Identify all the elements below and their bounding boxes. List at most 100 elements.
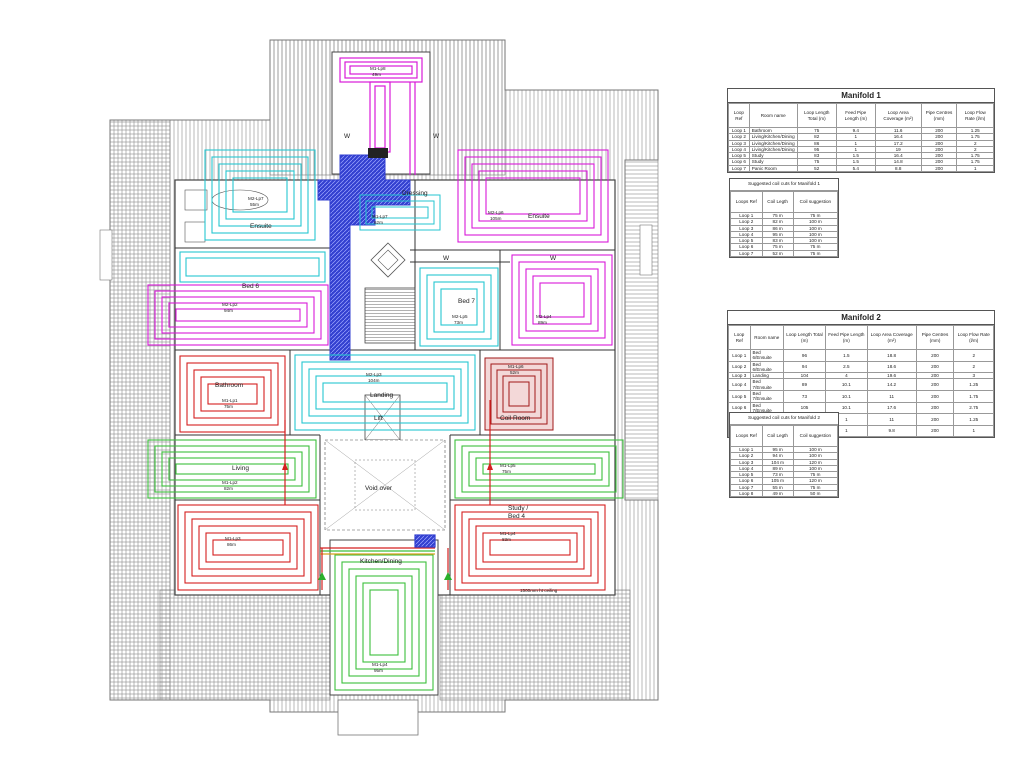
table-cell: 89 m [761,464,794,473]
table-cell: 96 [783,349,826,362]
loop-cyan-ensuite [204,149,316,241]
loop-label-top: M1-Lp8 [370,66,386,71]
table-cell: 1.25 [956,126,994,135]
table-cell: 200 [915,378,955,391]
loop-label-study-top: M1-Lp5 [500,463,516,468]
table-cell: Loop 4 [728,378,751,391]
m2-header: Room name [749,325,785,350]
table-cell: 1.5 [835,158,876,166]
loop-label-bed7b: M2-Lp4 [536,314,552,319]
table-cell: 86 [796,139,837,147]
m2-header: Loop Area Coverage (m²) [866,325,917,350]
coil2-table: Loops Ref Coil Legth Coil suggestion Loo… [730,425,839,498]
table-cell: 105 m [761,477,794,485]
loop-green-kitchen [334,554,434,691]
loop-red-living-low [177,504,319,591]
table-cell: 18.6 [866,360,917,374]
table-cell: 200 [915,372,955,380]
m2-header: Loop Length Total (m) [783,325,826,350]
table-cell: 2 [956,145,994,154]
c2-header: Coil Legth [761,425,794,447]
m1-header: Pipe Centres (mm) [920,103,958,128]
room-w4: W [550,255,557,262]
loop-label-coil: M1-Lp6 [508,364,524,369]
table-cell: 1 [953,424,994,438]
loop-label-bath: M1-Lp1 [222,398,238,403]
table-cell: 75 m [761,243,794,251]
table-cell: 95 m [761,445,794,454]
table-cell: Loop 8 [730,489,763,498]
m1-header: Loop Flow Rate (l/m) [956,103,994,128]
table-cell: 1.5 [835,152,876,160]
table-cell: 89 [783,378,826,391]
c1-header: Loops Ref [730,191,763,213]
table-cell: 100 m [792,445,839,454]
loop-len-ens-left: 55m [250,202,259,207]
loop-len-kitchen: 95m [374,668,383,673]
loop-label-living: M1-Lp2 [222,480,238,485]
loop-cyan-bed7 [419,267,499,347]
manifold-feed [317,148,411,361]
loop-cyan-dressing [359,194,441,231]
table-cell: Living/Kitchen/Dining [748,133,798,141]
loop-label-ens-right: M2-Lp6 [488,210,504,215]
loop-cyan-bed6 [179,251,326,283]
loop-len-living-low: 86m [227,542,236,547]
room-w1: W [344,133,351,140]
m2-header: Pipe Centres (mm) [915,325,955,350]
table-cell: 49 m [761,489,794,498]
m2-header: Loop Ref [728,325,751,350]
m1-header: Feed Pipe Length (m) [835,103,876,128]
loop-label-landing: M2-Lp3 [366,372,382,377]
table-cell: 1.75 [956,152,994,160]
table-cell: 9.8 [866,424,917,438]
table-cell: 104 [783,372,826,380]
room-landing: Landing [370,392,394,399]
table-cell: Bed 7/Ensuite [749,378,785,391]
table-cell: 82 [796,133,837,141]
loop-len-bath: 75m [224,404,233,409]
m2-header: Feed Pipe Length (m) [824,325,868,350]
table-cell: Bed 6/Ensuite [749,349,785,362]
table-cell: 120 m [792,477,839,485]
table-cell: 200 [920,145,958,154]
loop-label-living-low: M1-Lp3 [225,536,241,541]
table-cell: 75 [796,158,837,166]
loop-label-study-low: M1-Lp4 [500,531,516,536]
table-cell: 100 m [792,464,839,473]
c2-header: Loops Ref [730,425,763,447]
table-cell: 200 [920,139,958,147]
loop-len-dressing: 52m [374,220,383,225]
ceiling-note: 1500mm ht ceiling [520,588,558,593]
m1-header: Loop Ref [728,103,750,128]
table-cell: 200 [915,349,955,362]
table-cell: 200 [915,401,955,415]
room-study-line2: Bed 4 [508,513,525,520]
table-cell: 11.6 [874,126,922,135]
room-study: Study / [508,505,528,512]
loop-labels: M1-Lp8 49m M2-Lp7 55m M1-Lp7 52m M2-Lp6 … [222,66,552,673]
loop-label-ens-left: M2-Lp7 [248,196,264,201]
room-ensuite-right: Ensuite [528,213,550,220]
manifold2-panel: Manifold 2 Loop Ref Room name Loop Lengt… [727,310,995,439]
table-cell: 100 m [792,452,839,460]
loop-magenta-bed6 [147,284,329,346]
loop-len-bed7b: 89m [538,320,547,325]
